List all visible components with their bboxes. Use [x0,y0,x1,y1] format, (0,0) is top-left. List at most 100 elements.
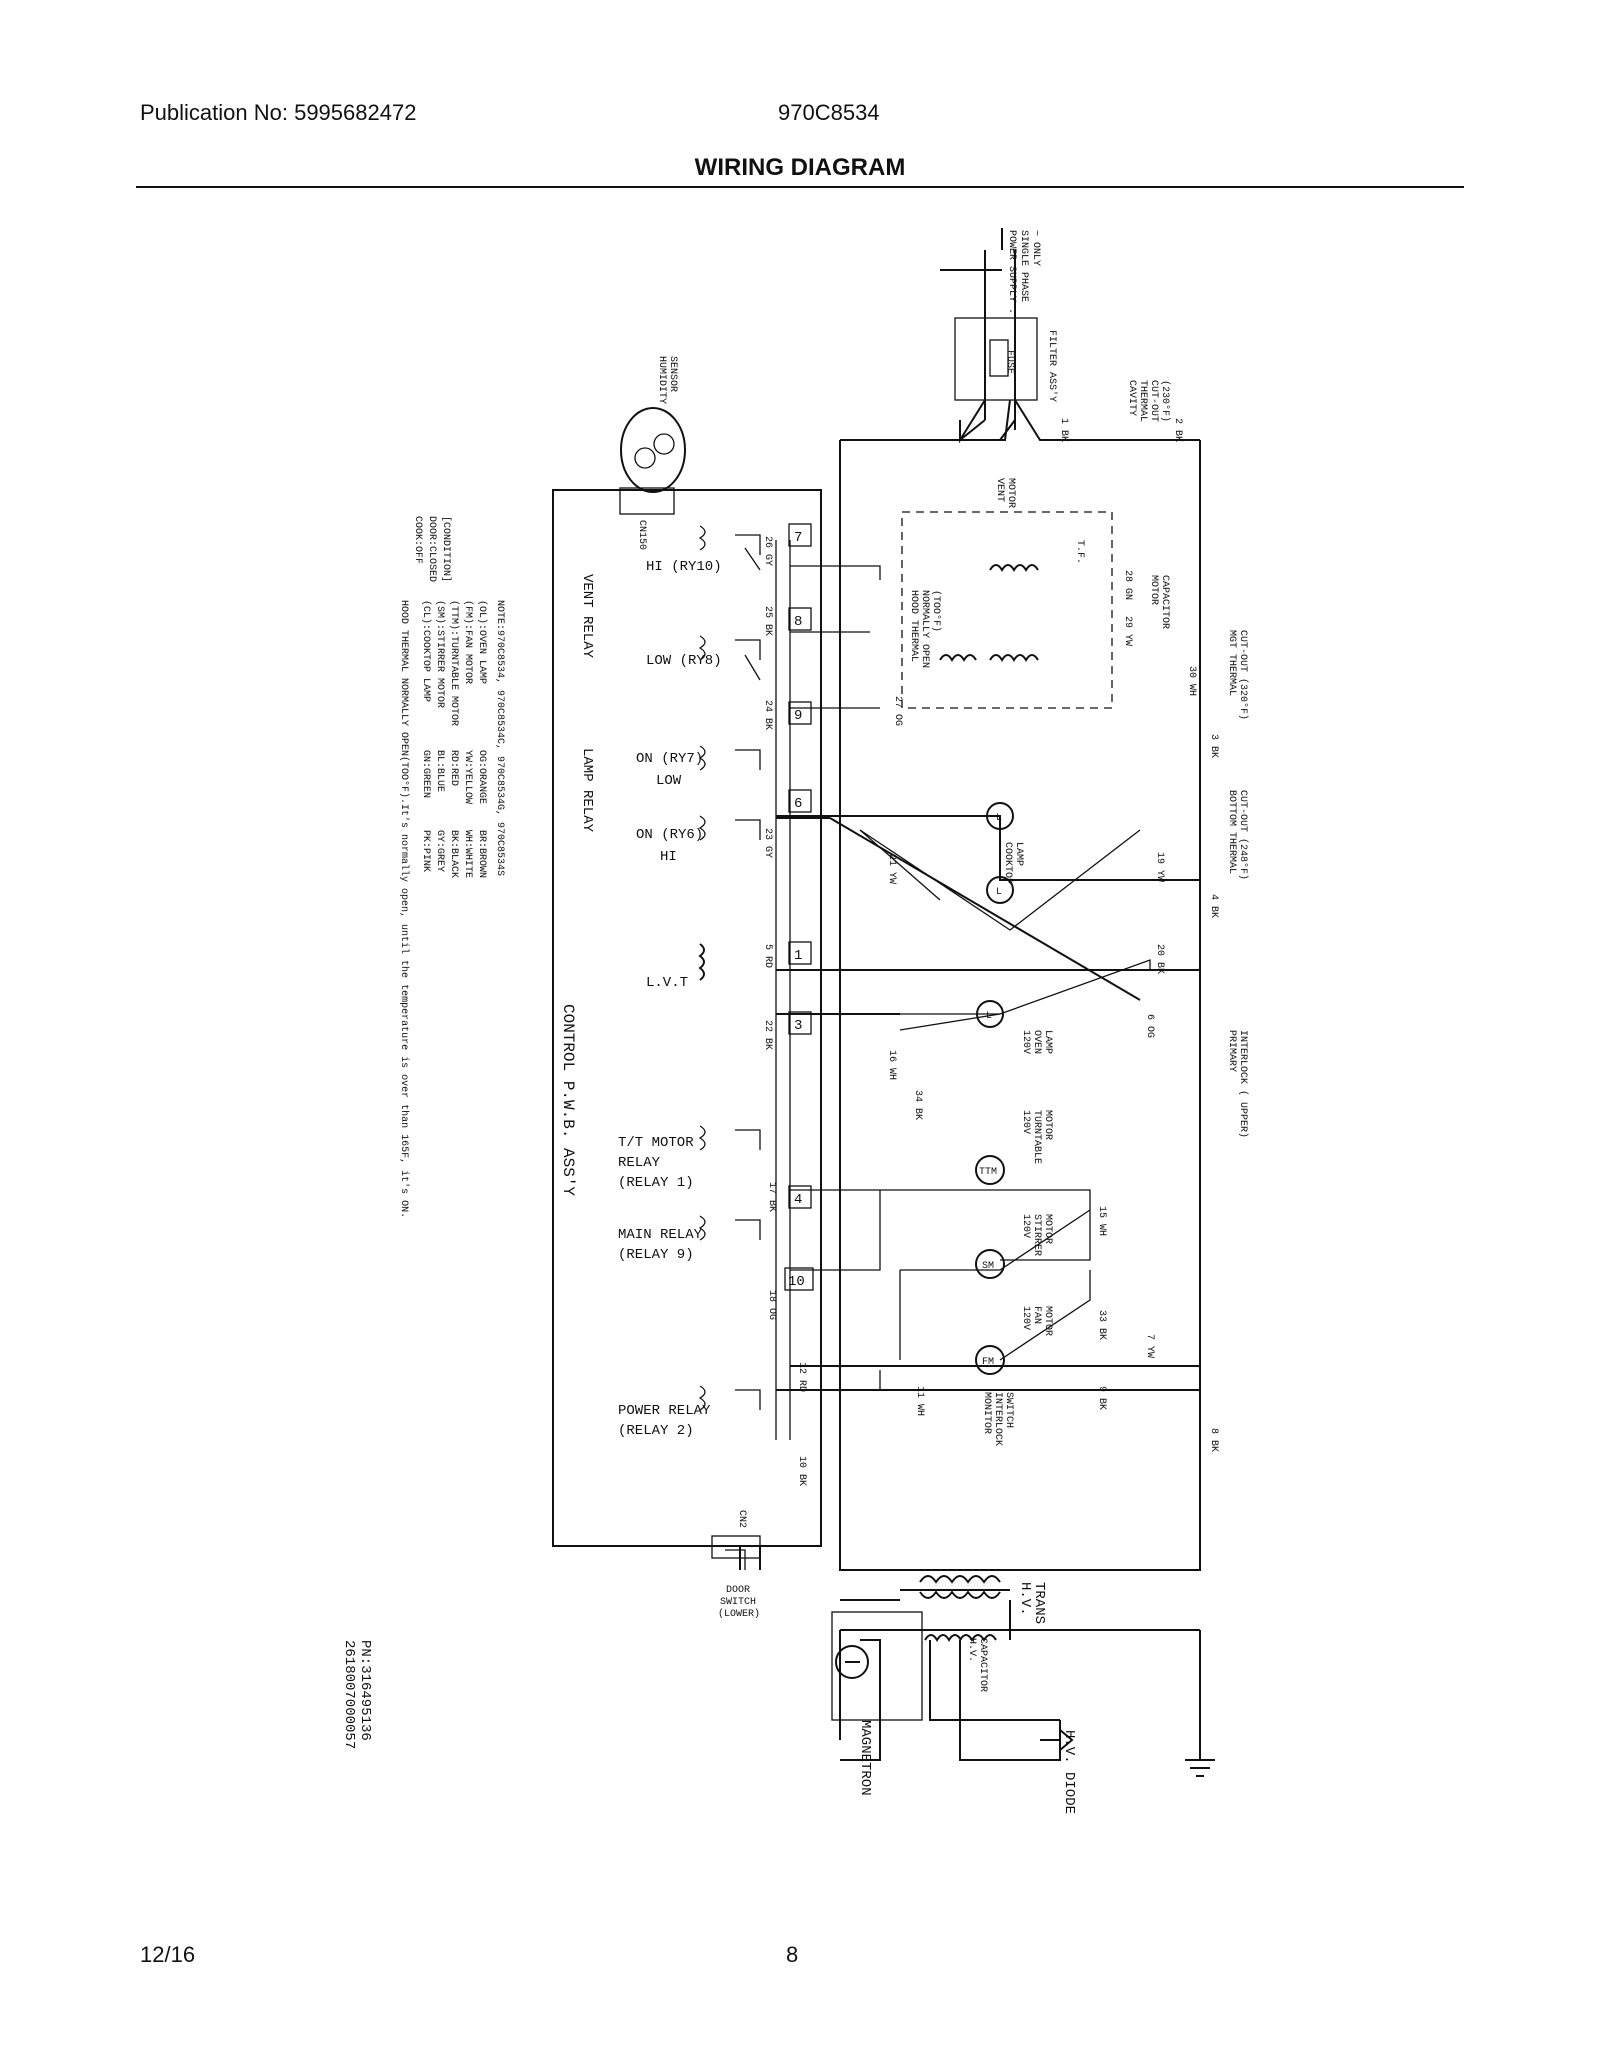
wire-label-19: 21 YW [886,854,897,884]
connector-boxes: 7 8 9 6 1 3 4 10 [784,523,814,1291]
wire-label-10: 10 BK [796,1456,807,1486]
page-title: WIRING DIAGRAM [694,154,906,181]
abbr-2: (FM):FAN MOTOR [462,600,474,684]
humidity-sensor-line-2: SENSOR [667,356,678,392]
cavity-thermal-line-4: (230°F) [1159,380,1171,422]
condition-heading: [CONDITION] [440,516,452,582]
cooktop-lamp-2-symbol: L [996,887,1002,898]
lvt-label: L.V.T [646,975,688,991]
connector-10: 10 [788,1274,805,1290]
oven-lamp-line-2: OVEN [1031,1030,1042,1054]
on-ry7-label: ON (RY7) [636,751,703,767]
primary-interlock-line-1: PRIMARY [1226,1030,1237,1072]
turntable-motor-label: 120V TURNTABLE MOTOR [1020,1110,1053,1164]
wire-label-15: 17 BK [766,1182,777,1212]
wire-label-27: 29 YW [1122,616,1133,646]
page-number: 8 [786,1942,799,1967]
humidity-sensor-line-1: HUMIDITY [656,356,667,404]
vent-motor-label: VENT MOTOR [994,478,1016,508]
hv-diode-label: H.V. DIODE [1061,1730,1077,1814]
monitor-interlock-line-2: INTERLOCK [992,1392,1003,1446]
hood-thermal-line-3: (TOO°F) [930,590,942,632]
power-supply-label: POWER SUPPLY : SINGLE PHASE ~ ONLY [1006,230,1041,314]
monitor-interlock-line-3: SWITCH [1003,1392,1014,1428]
motor-capacitor-line-2: CAPACITOR [1159,575,1170,629]
color-4: BL:BLUE [434,750,445,792]
cooktop-lamp-line-2: LAMP [1013,842,1024,866]
hood-thermal-label: HOOD THERMAL NORMALLY OPEN (TOO°F) [908,590,942,668]
vent-motor-line-1: VENT [994,478,1005,502]
door-switch-line-1: DOOR [726,1585,750,1596]
fan-motor-line-2: FAN [1031,1306,1042,1324]
door-switch-line-3: (LOWER) [718,1608,760,1620]
wire-label-24: 26 GY [762,536,773,566]
door-switch-symbol [711,1535,761,1559]
vent-motor-line-2: MOTOR [1005,478,1016,508]
humidity-sensor-symbol [619,407,686,515]
oven-lamp-line-1: 120V [1020,1030,1031,1054]
hood-note: HOOD THERMAL NORMALLY OPEN(TOO°F).It's n… [398,600,410,1218]
oven-lamp-symbol: L [986,1011,992,1022]
turntable-motor-line-2: TURNTABLE [1031,1110,1042,1164]
connector-8: 8 [794,614,802,630]
primary-interlock-line-2: INTERLOCK ( UPPER) [1237,1030,1249,1138]
filter-label: FILTER ASS'Y [1046,330,1058,402]
oven-lamp-label: 120V OVEN LAMP [1020,1030,1053,1054]
publication-number: Publication No: 5995682472 [140,100,417,125]
wire-label-1: 1 BK [1058,418,1069,442]
bottom-thermal-label: BOTTOM THERMAL CUT-OUT (248°F) [1226,790,1249,880]
door-switch-line-2: SWITCH [720,1597,756,1608]
lamp-relay-label: LAMP RELAY [579,748,595,833]
monitor-interlock-label: MONITOR INTERLOCK SWITCH [981,1392,1014,1446]
wire-label-22: 24 BK [762,700,773,730]
wire-labels: 1 BK 2 BK 3 BK 4 BK 5 RD 6 OG 7 YW 8 BK … [762,418,1219,1486]
stirrer-motor-line-1: 120V [1020,1214,1031,1238]
mgt-thermal-line-1: MGT THERMAL [1226,630,1237,696]
cn2-label: CN2 [736,1510,747,1528]
wire-label-28: 30 WH [1186,666,1197,696]
wire-label-23: 25 BK [762,606,773,636]
wire-label-18: 20 BK [1154,944,1165,974]
cavity-thermal-line-1: CAVITY [1126,380,1137,416]
color-9: GY:GREY [434,830,445,872]
motor-capacitor-label: MOTOR CAPACITOR [1148,575,1170,629]
hood-thermal-line-2: NORMALLY OPEN [919,590,930,668]
wire-label-20: 22 BK [762,1020,773,1050]
primary-interlock-label: PRIMARY INTERLOCK ( UPPER) [1226,1030,1249,1138]
bottom-thermal-line-1: BOTTOM THERMAL [1226,790,1237,874]
cooktop-lamp-label: COOKTOP LAMP [1002,842,1024,884]
abbr-3: (TTM):TURNTABLE MOTOR [448,600,460,726]
tf-label: T.F. [1074,540,1085,564]
coil-symbols [698,564,1039,1642]
hv-trans-line-1: H.V. [1017,1582,1033,1616]
turntable-motor-line-3: MOTOR [1042,1110,1053,1140]
footer-date: 12/16 [140,1942,196,1967]
stirrer-motor-line-3: MOTOR [1042,1214,1053,1244]
turntable-motor-symbol: TTM [979,1167,997,1178]
color-7: WH:WHITE [462,830,473,878]
wire-label-4: 4 BK [1208,894,1219,918]
tt-motor-relay-line-3: (RELAY 1) [618,1175,694,1191]
wire-label-7: 7 YW [1144,1334,1155,1358]
cn150-label: CN150 [636,520,647,550]
bottom-thermal-line-2: CUT-OUT (248°F) [1237,790,1249,880]
wire-label-30: 34 BK [912,1090,923,1120]
hv-capacitor-line-2: CAPACITOR [977,1638,988,1692]
hv-capacitor-line-1: H.V. [966,1638,977,1662]
wire-label-16: 18 OG [766,1290,777,1320]
magnetron-symbol [835,1645,869,1679]
cavity-thermal-label: CAVITY THERMAL CUT-OUT (230°F) [1126,380,1171,422]
cooktop-lamp-line-1: COOKTOP [1002,842,1013,884]
title-rule [136,186,1464,188]
low-label: LOW [656,773,682,789]
wire-label-6: 6 OG [1144,1014,1155,1038]
main-relay-line-2: (RELAY 9) [618,1247,694,1263]
humidity-sensor-label: HUMIDITY SENSOR [656,356,678,404]
mgt-thermal-label: MGT THERMAL CUT-OUT (320°F) [1226,630,1249,720]
monitor-interlock-line-1: MONITOR [981,1392,992,1434]
hv-trans-line-2: TRANS [1031,1582,1047,1624]
notes-block: NOTE:970C8534, 970C8534C, 970C8534G, 970… [398,600,505,1218]
control-pwb-label: CONTROL P.W.B. ASS'Y [559,1004,577,1196]
abbr-1: (OL):OVEN LAMP [476,600,488,684]
